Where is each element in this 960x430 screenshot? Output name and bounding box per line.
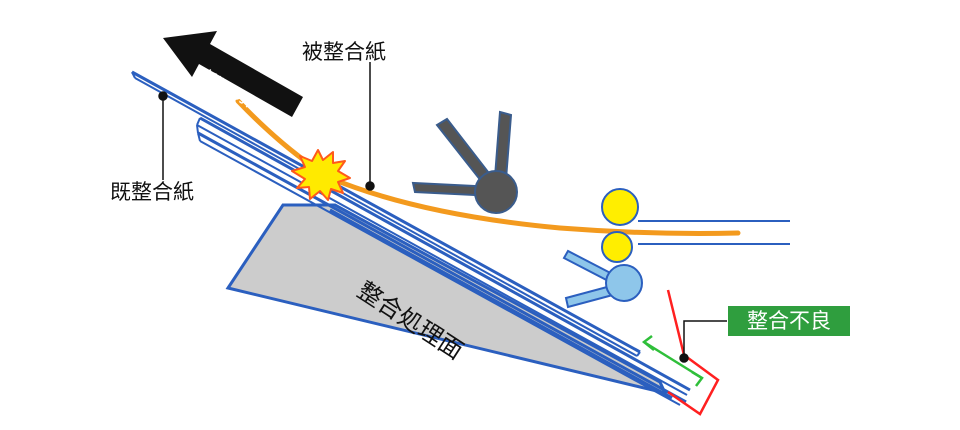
exit-guides [638, 220, 790, 245]
direction-arrow-icon [163, 31, 303, 117]
defect-gap-arrow [641, 335, 704, 387]
exit-rollers-yellow [601, 188, 639, 263]
misaligned-edge-outline [666, 289, 720, 416]
paddle-dark [411, 110, 518, 214]
aligned-paper-label: 既整合紙 [110, 180, 194, 204]
incoming-paper-sheet [235, 98, 741, 236]
aligned-paper-stack [131, 70, 691, 406]
alignment-defect-badge: 整合不良 [728, 306, 850, 336]
paddle-blue [562, 249, 643, 309]
incoming-paper-label: 被整合紙 [302, 40, 386, 64]
collision-burst-icon [291, 149, 351, 201]
alignment-surface-tray [225, 203, 668, 396]
leader-lines [158, 62, 727, 363]
